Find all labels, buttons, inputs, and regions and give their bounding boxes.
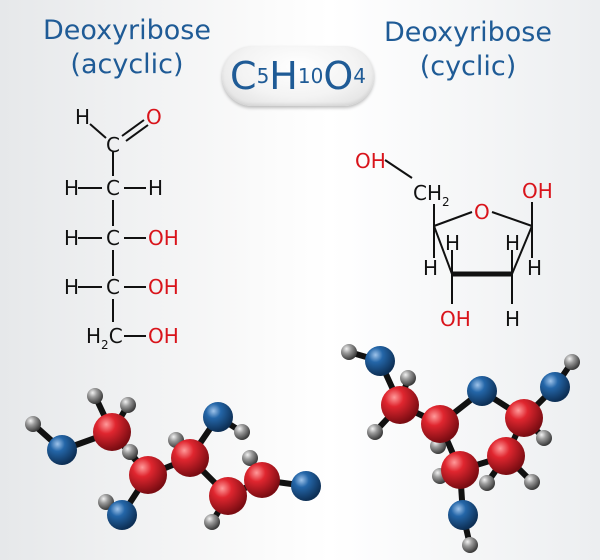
hydrogen-atom <box>242 450 258 466</box>
cyclic-oh-top-label: OH <box>355 149 386 173</box>
hydrogen-atom <box>462 537 478 553</box>
hydrogen-atom <box>122 444 138 460</box>
cyclic-oh-bottom-label: OH <box>440 307 471 331</box>
acyclic-structure: H O C H C H H C OH H C OH H2C OH <box>64 105 179 352</box>
hydrogen-atom <box>341 344 357 360</box>
hydrogen-atom <box>25 416 41 432</box>
bond-c1-o-double-a <box>121 119 145 137</box>
aldehyde-h-label: H <box>75 105 90 129</box>
bond-c1-c2 <box>511 225 533 275</box>
oxygen-atom <box>467 376 497 406</box>
carbon-atom <box>487 437 525 475</box>
carbon-atom <box>93 413 131 451</box>
carbon-atom <box>129 456 167 494</box>
acyclic-title-name: Deoxyribose <box>43 15 211 46</box>
c4-oh-label: OH <box>148 275 179 299</box>
oxygen-atom <box>291 471 321 501</box>
oxygen-atom <box>107 500 137 530</box>
carbon-atom <box>171 439 209 477</box>
carbon-atom <box>421 405 459 443</box>
bond-c4-c3 <box>433 225 453 275</box>
c5-oh-label: OH <box>148 324 179 348</box>
formula-carbon-count: 5 <box>256 64 270 88</box>
hydrogen-atom <box>367 424 383 440</box>
carbon-atom <box>209 477 247 515</box>
cyclic-h-c2-label: H <box>505 231 520 255</box>
hydrogen-atom <box>564 354 580 370</box>
hydrogen-atom <box>479 475 495 491</box>
c3-oh-label: OH <box>148 226 179 250</box>
cyclic-title-subtitle: (cyclic) <box>419 51 517 82</box>
bond-oh-ch2 <box>384 159 413 179</box>
cyclic-ball-stick-model <box>341 344 580 553</box>
oxygen-atom <box>203 402 233 432</box>
cyclic-h-c4-label: H <box>423 256 438 280</box>
cyclic-h-c3-label: H <box>445 231 460 255</box>
c2-h-right-label: H <box>148 176 163 200</box>
bond-c4-ringo <box>433 211 473 227</box>
hydrogen-atom <box>524 474 540 490</box>
carbon-atom <box>381 386 419 424</box>
carbon-atom <box>244 462 280 498</box>
cyclic-c1-oh-label: OH <box>522 179 553 203</box>
acyclic-title: Deoxyribose (acyclic) <box>22 14 232 82</box>
hydrogen-atom <box>400 370 416 386</box>
oxygen-atom <box>47 435 77 465</box>
c3-label: C <box>106 226 120 250</box>
c2-h-left-label: H <box>64 176 79 200</box>
cyclic-ch2-label: CH2 <box>413 181 450 209</box>
oxygen-atom <box>540 372 570 402</box>
carbon-atom <box>441 451 479 489</box>
bond-h-c1 <box>89 123 107 139</box>
c5-h-label: H2C <box>86 324 123 352</box>
acyclic-title-subtitle: (acyclic) <box>70 49 184 80</box>
acyclic-ball-stick-model <box>25 388 321 530</box>
hydrogen-atom <box>87 388 103 404</box>
hydrogen-atom <box>234 424 250 440</box>
cyclic-structure: OH CH2 O OH H H H H OH H <box>355 149 553 331</box>
oxygen-atom <box>365 346 395 376</box>
formula-hydrogen: H <box>269 54 298 98</box>
c4-label: C <box>106 275 120 299</box>
bond-ringo-c1 <box>491 211 533 227</box>
formula-oxygen: O <box>323 54 354 98</box>
hydrogen-atom <box>536 430 552 446</box>
cyclic-h-c1-label: H <box>527 256 542 280</box>
hydrogen-atom <box>204 514 220 530</box>
bond-c1-o-double-b <box>125 124 149 142</box>
c3-h-label: H <box>64 226 79 250</box>
cyclic-h-bottom-label: H <box>505 307 520 331</box>
cyclic-title-name: Deoxyribose <box>384 17 552 48</box>
c1-label: C <box>106 133 120 157</box>
cyclic-ring-o-label: O <box>474 200 490 224</box>
formula-hydrogen-count: 10 <box>297 64 324 88</box>
c2-label: C <box>106 176 120 200</box>
aldehyde-o-label: O <box>146 105 162 129</box>
hydrogen-atom <box>120 397 136 413</box>
cyclic-title: Deoxyribose (cyclic) <box>352 16 584 84</box>
oxygen-atom <box>448 500 478 530</box>
formula-oxygen-count: 4 <box>353 64 366 88</box>
formula-carbon: C <box>230 54 257 98</box>
carbon-atom <box>505 399 543 437</box>
c4-h-label: H <box>64 275 79 299</box>
